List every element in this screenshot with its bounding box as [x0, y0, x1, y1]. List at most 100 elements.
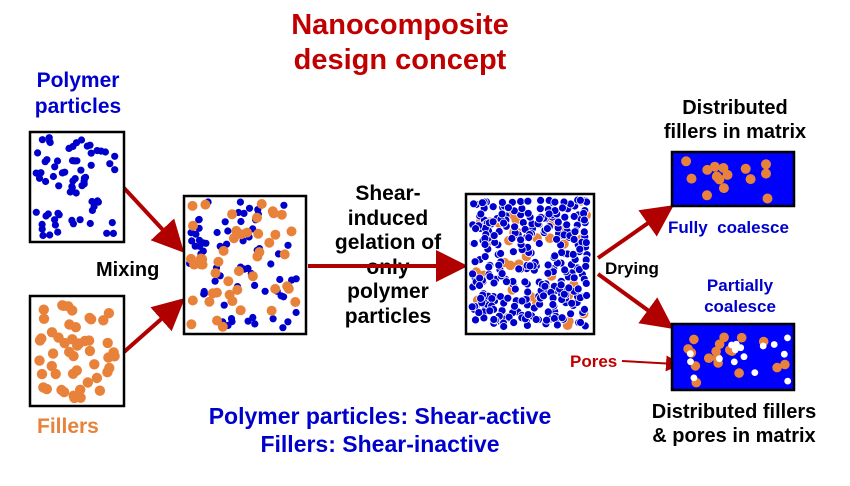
polymer-particle: [553, 217, 563, 227]
filler-particle: [227, 209, 238, 220]
polymer-particle: [477, 198, 487, 208]
polymer-particle: [569, 273, 579, 283]
filler-particle: [734, 368, 744, 378]
polymer-particle: [475, 273, 485, 283]
polymer-particle: [497, 269, 507, 279]
polymer-particle: [90, 202, 98, 211]
polymer-particle: [540, 281, 550, 291]
polymer-particle: [292, 275, 300, 283]
filler-particle: [232, 284, 243, 295]
polymer-particle: [581, 238, 591, 248]
polymer-particle: [284, 318, 292, 326]
filler-particle: [210, 268, 221, 279]
filler-particle: [228, 233, 239, 244]
filler-particle: [34, 355, 45, 366]
polymer-particle: [548, 300, 558, 309]
fully-coalesced-matrix-box: [670, 150, 796, 208]
polymer-particle: [227, 315, 236, 323]
arrow-gel-to-partial: [596, 272, 674, 330]
gelation-label: Shear- induced gelation of only polymer …: [318, 182, 458, 329]
polymer-particle: [83, 142, 91, 150]
polymer-particle: [535, 204, 545, 214]
polymer-particle: [552, 234, 561, 244]
polymer-particle: [54, 228, 62, 236]
polymer-particle: [575, 244, 585, 254]
polymer-particle: [467, 302, 477, 312]
filler-particle: [745, 174, 756, 185]
filler-particle: [761, 159, 771, 170]
polymer-particle: [553, 320, 562, 330]
filler-particle: [85, 314, 97, 325]
polymer-particle: [523, 208, 533, 218]
polymer-particle: [543, 260, 553, 270]
filler-particle: [718, 183, 729, 194]
polymer-particle: [559, 289, 569, 299]
pore: [784, 377, 792, 385]
polymer-particle: [479, 313, 489, 323]
filler-particle: [84, 345, 96, 357]
filler-particle: [256, 199, 267, 209]
polymer-particle: [542, 315, 551, 325]
polymer-particle: [213, 228, 221, 237]
polymer-particle: [71, 175, 79, 183]
filler-particle: [702, 164, 713, 175]
polymer-particle: [560, 265, 570, 275]
polymer-particle: [42, 212, 50, 220]
filler-particle: [270, 229, 281, 240]
drying-label: Drying: [605, 259, 659, 278]
polymer-label-line-1: Polymer: [36, 69, 120, 92]
filler-particle: [223, 276, 234, 287]
filler-particle: [686, 173, 697, 184]
polymer-particle: [97, 147, 105, 155]
polymer-particle: [531, 315, 541, 324]
polymer-particle: [200, 287, 208, 296]
polymer-particle: [581, 278, 591, 288]
filler-particle: [545, 233, 555, 243]
polymer-particle: [536, 195, 545, 205]
polymer-particle: [72, 139, 81, 147]
polymer-particle: [261, 287, 269, 295]
filler-particle: [187, 200, 198, 211]
polymer-particle: [582, 291, 591, 300]
polymer-particle: [579, 227, 589, 237]
filler-particle: [276, 209, 287, 220]
polymer-particle: [569, 234, 579, 244]
polymer-particle: [93, 197, 102, 205]
fully-coalesce-label: Fully coalesce: [668, 218, 789, 237]
arrow-gel-to-full: [596, 205, 674, 260]
polymer-particle: [37, 169, 45, 177]
filler-particle: [89, 359, 100, 370]
mixing-label: Mixing: [96, 259, 160, 281]
polymer-particle: [240, 209, 248, 217]
polymer-particle: [68, 183, 76, 191]
filler-particle: [279, 249, 290, 260]
filler-particle: [211, 287, 222, 298]
polymer-particle: [46, 231, 54, 239]
polymer-particle: [35, 174, 44, 182]
filler-particle: [72, 340, 83, 351]
filler-particle: [196, 259, 206, 270]
filler-particle: [264, 237, 275, 248]
gelation-line-5: polymer: [347, 280, 429, 304]
filler-particle: [68, 350, 79, 362]
filler-particle: [762, 193, 773, 204]
polymer-particle: [510, 222, 519, 232]
polymer-particle: [51, 216, 59, 224]
title-line-1: Nanocomposite: [291, 9, 509, 41]
polymer-particle: [292, 308, 300, 317]
polymer-particle: [503, 203, 513, 213]
arrow-fillers-to-mix: [122, 298, 185, 354]
filler-particle: [235, 305, 246, 316]
distributed-fillers-label: Distributed fillers in matrix: [640, 96, 830, 145]
polymer-particle: [573, 284, 583, 294]
polymer-particle: [534, 239, 544, 248]
filler-particle: [242, 227, 253, 238]
filler-particle: [36, 368, 48, 380]
filler-particle: [772, 362, 782, 373]
gelation-box: [464, 192, 596, 336]
polymer-particle: [54, 209, 62, 217]
arrow-polymer-to-mix: [122, 186, 185, 253]
pore: [770, 341, 778, 348]
pore: [716, 355, 723, 363]
